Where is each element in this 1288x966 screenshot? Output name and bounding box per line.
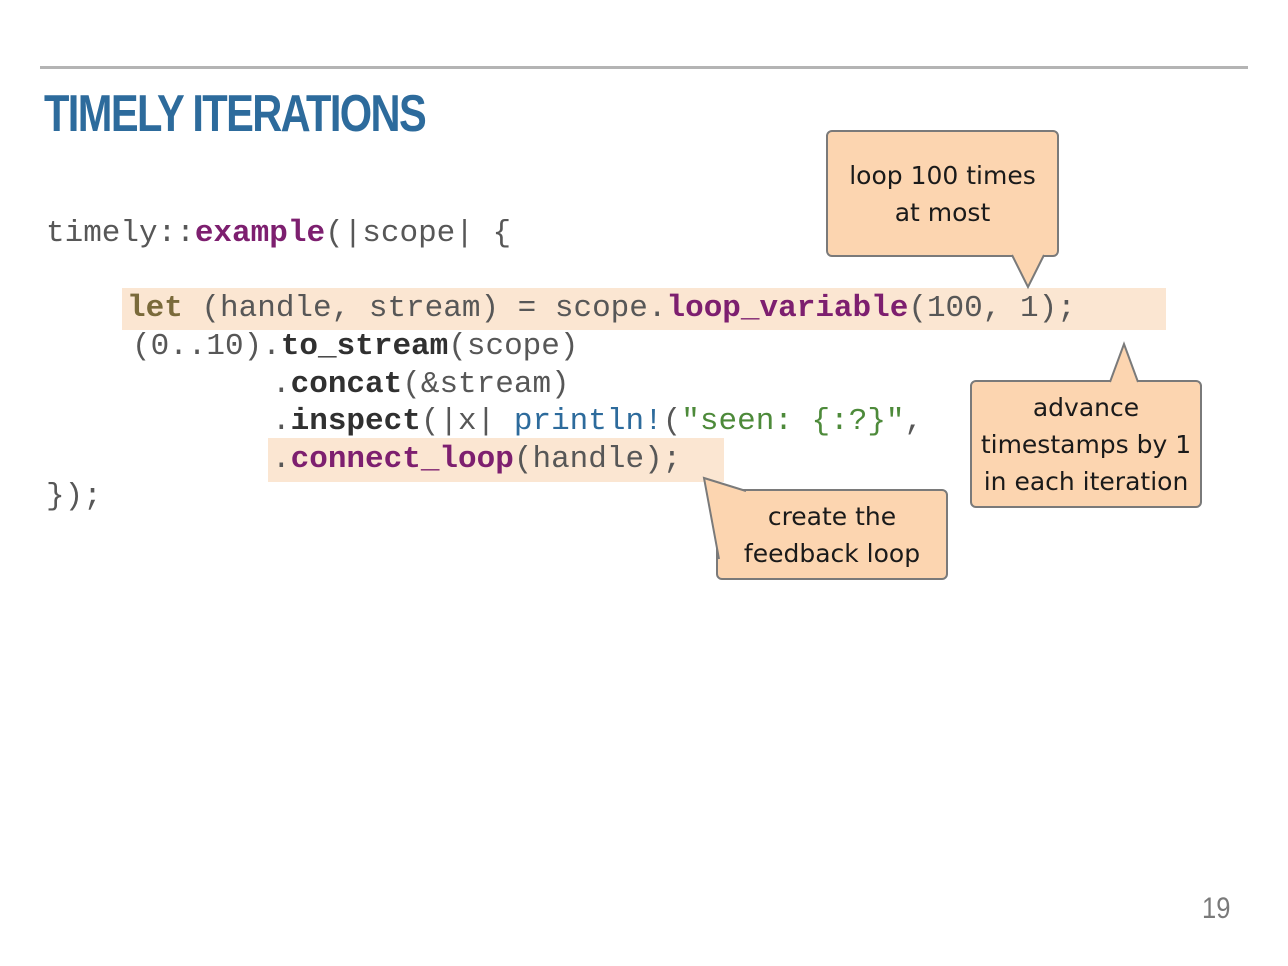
highlight-loop-variable [122,288,1166,330]
code-line-6: .connect_loop(handle); [272,442,682,477]
code-line-1: timely::example(|scope| { [46,216,512,251]
code-line-4: .concat(&stream) [272,367,570,402]
callout-loop-limit: loop 100 times at most [826,130,1059,257]
callout-loop-limit-pointer [1011,254,1045,290]
highlight-connect-loop [268,438,724,482]
callout-loop-limit-line2: at most [894,197,991,227]
callout-advance: advance timestamps by 1 in each iteratio… [970,380,1202,508]
callout-loop-limit-line1: loop 100 times [849,160,1036,190]
callout-feedback: create the feedback loop [716,489,948,580]
callout-advance-line2: timestamps by 1 [980,429,1192,459]
callout-feedback-line2: feedback loop [743,538,921,568]
callout-feedback-pointer [702,476,747,560]
top-rule [40,66,1248,69]
callout-feedback-line1: create the [767,501,897,531]
callout-advance-line1: advance [1032,392,1140,422]
callout-advance-pointer [1109,341,1139,383]
code-line-7: }); [46,479,102,514]
slide-title: TIMELY ITERATIONS [44,85,427,143]
code-line-3: (0..10).to_stream(scope) [132,329,579,364]
code-line-2: let (handle, stream) = scope.loop_variab… [127,291,1076,326]
page-number: 19 [1201,892,1230,925]
callout-advance-line3: in each iteration [983,466,1189,496]
code-line-5: .inspect(|x| println!("seen: {:?}", [272,404,924,439]
